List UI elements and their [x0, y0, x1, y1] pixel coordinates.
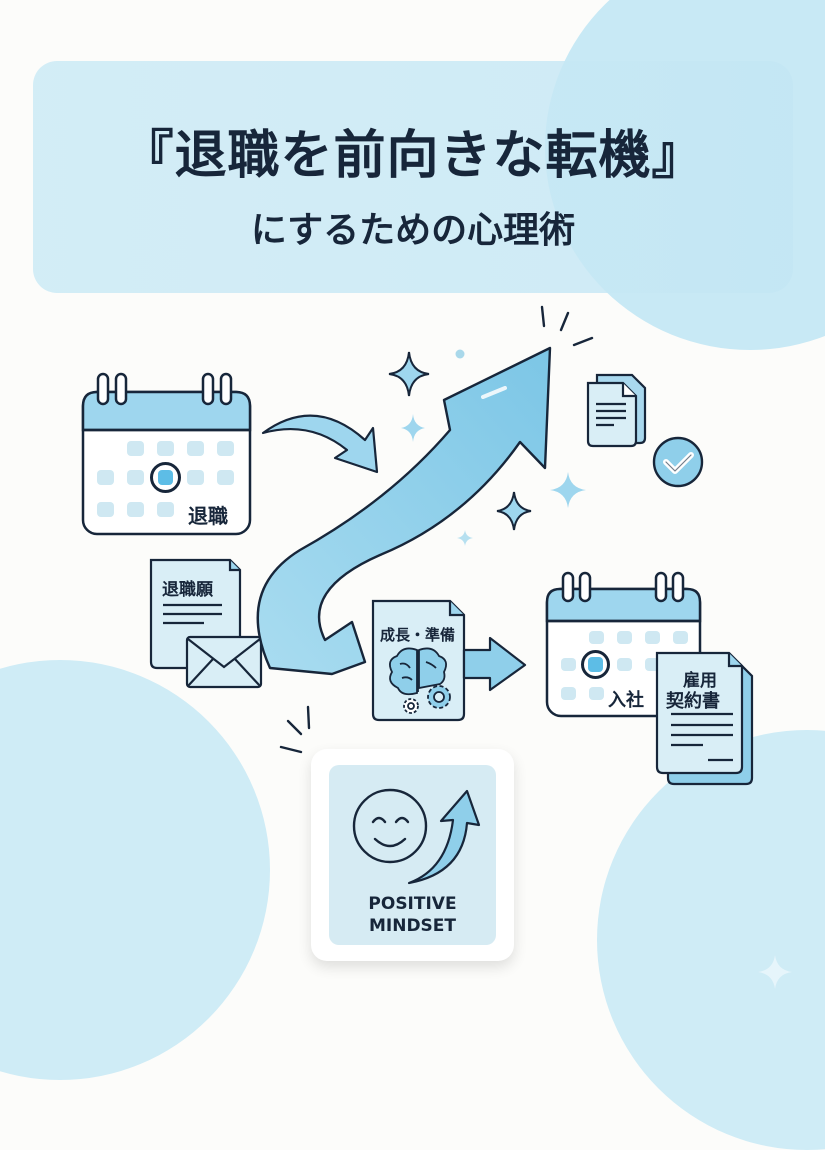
illustration-scene — [81, 305, 792, 989]
documents-icon — [586, 373, 647, 448]
contract-label-line2: 契約書 — [666, 691, 720, 712]
calendar-icon — [545, 571, 702, 718]
right-arrow-icon — [462, 636, 527, 692]
checkmark-circle-icon — [652, 436, 704, 488]
page-title: 『退職を前向きな転機』 — [121, 126, 705, 186]
growth-arrow-icon — [256, 346, 552, 676]
sparkle-icon — [758, 955, 792, 989]
gear-icon — [403, 685, 451, 714]
resignation-calendar-label: 退職 — [188, 504, 228, 528]
contract-label-line1: 雇用 — [683, 671, 717, 691]
contract-document-icon — [655, 651, 754, 786]
smiley-face-icon — [352, 788, 481, 885]
positive-mindset-card: POSITIVE MINDSET — [311, 749, 514, 961]
sparkle-icon — [388, 349, 586, 546]
brain-icon — [388, 647, 448, 696]
positive-mindset-line1: POSITIVE — [368, 894, 457, 914]
title-card: 『退職を前向きな転機』 にするための心理術 — [33, 61, 793, 293]
up-arrow-icon — [407, 789, 481, 885]
resignation-letter-label: 退職願 — [162, 580, 213, 600]
joining-calendar-label: 入社 — [608, 690, 644, 711]
positive-mindset-inner: POSITIVE MINDSET — [329, 765, 496, 945]
growth-document-label: 成長・準備 — [380, 626, 456, 644]
curved-arrow-icon — [261, 414, 379, 474]
positive-mindset-line2: MINDSET — [368, 916, 457, 936]
page-subtitle: にするための心理術 — [250, 210, 576, 251]
envelope-icon — [185, 635, 263, 689]
positive-mindset-text: POSITIVE MINDSET — [329, 893, 496, 937]
calendar-day-grid — [97, 441, 234, 517]
burst-lines — [279, 305, 594, 754]
